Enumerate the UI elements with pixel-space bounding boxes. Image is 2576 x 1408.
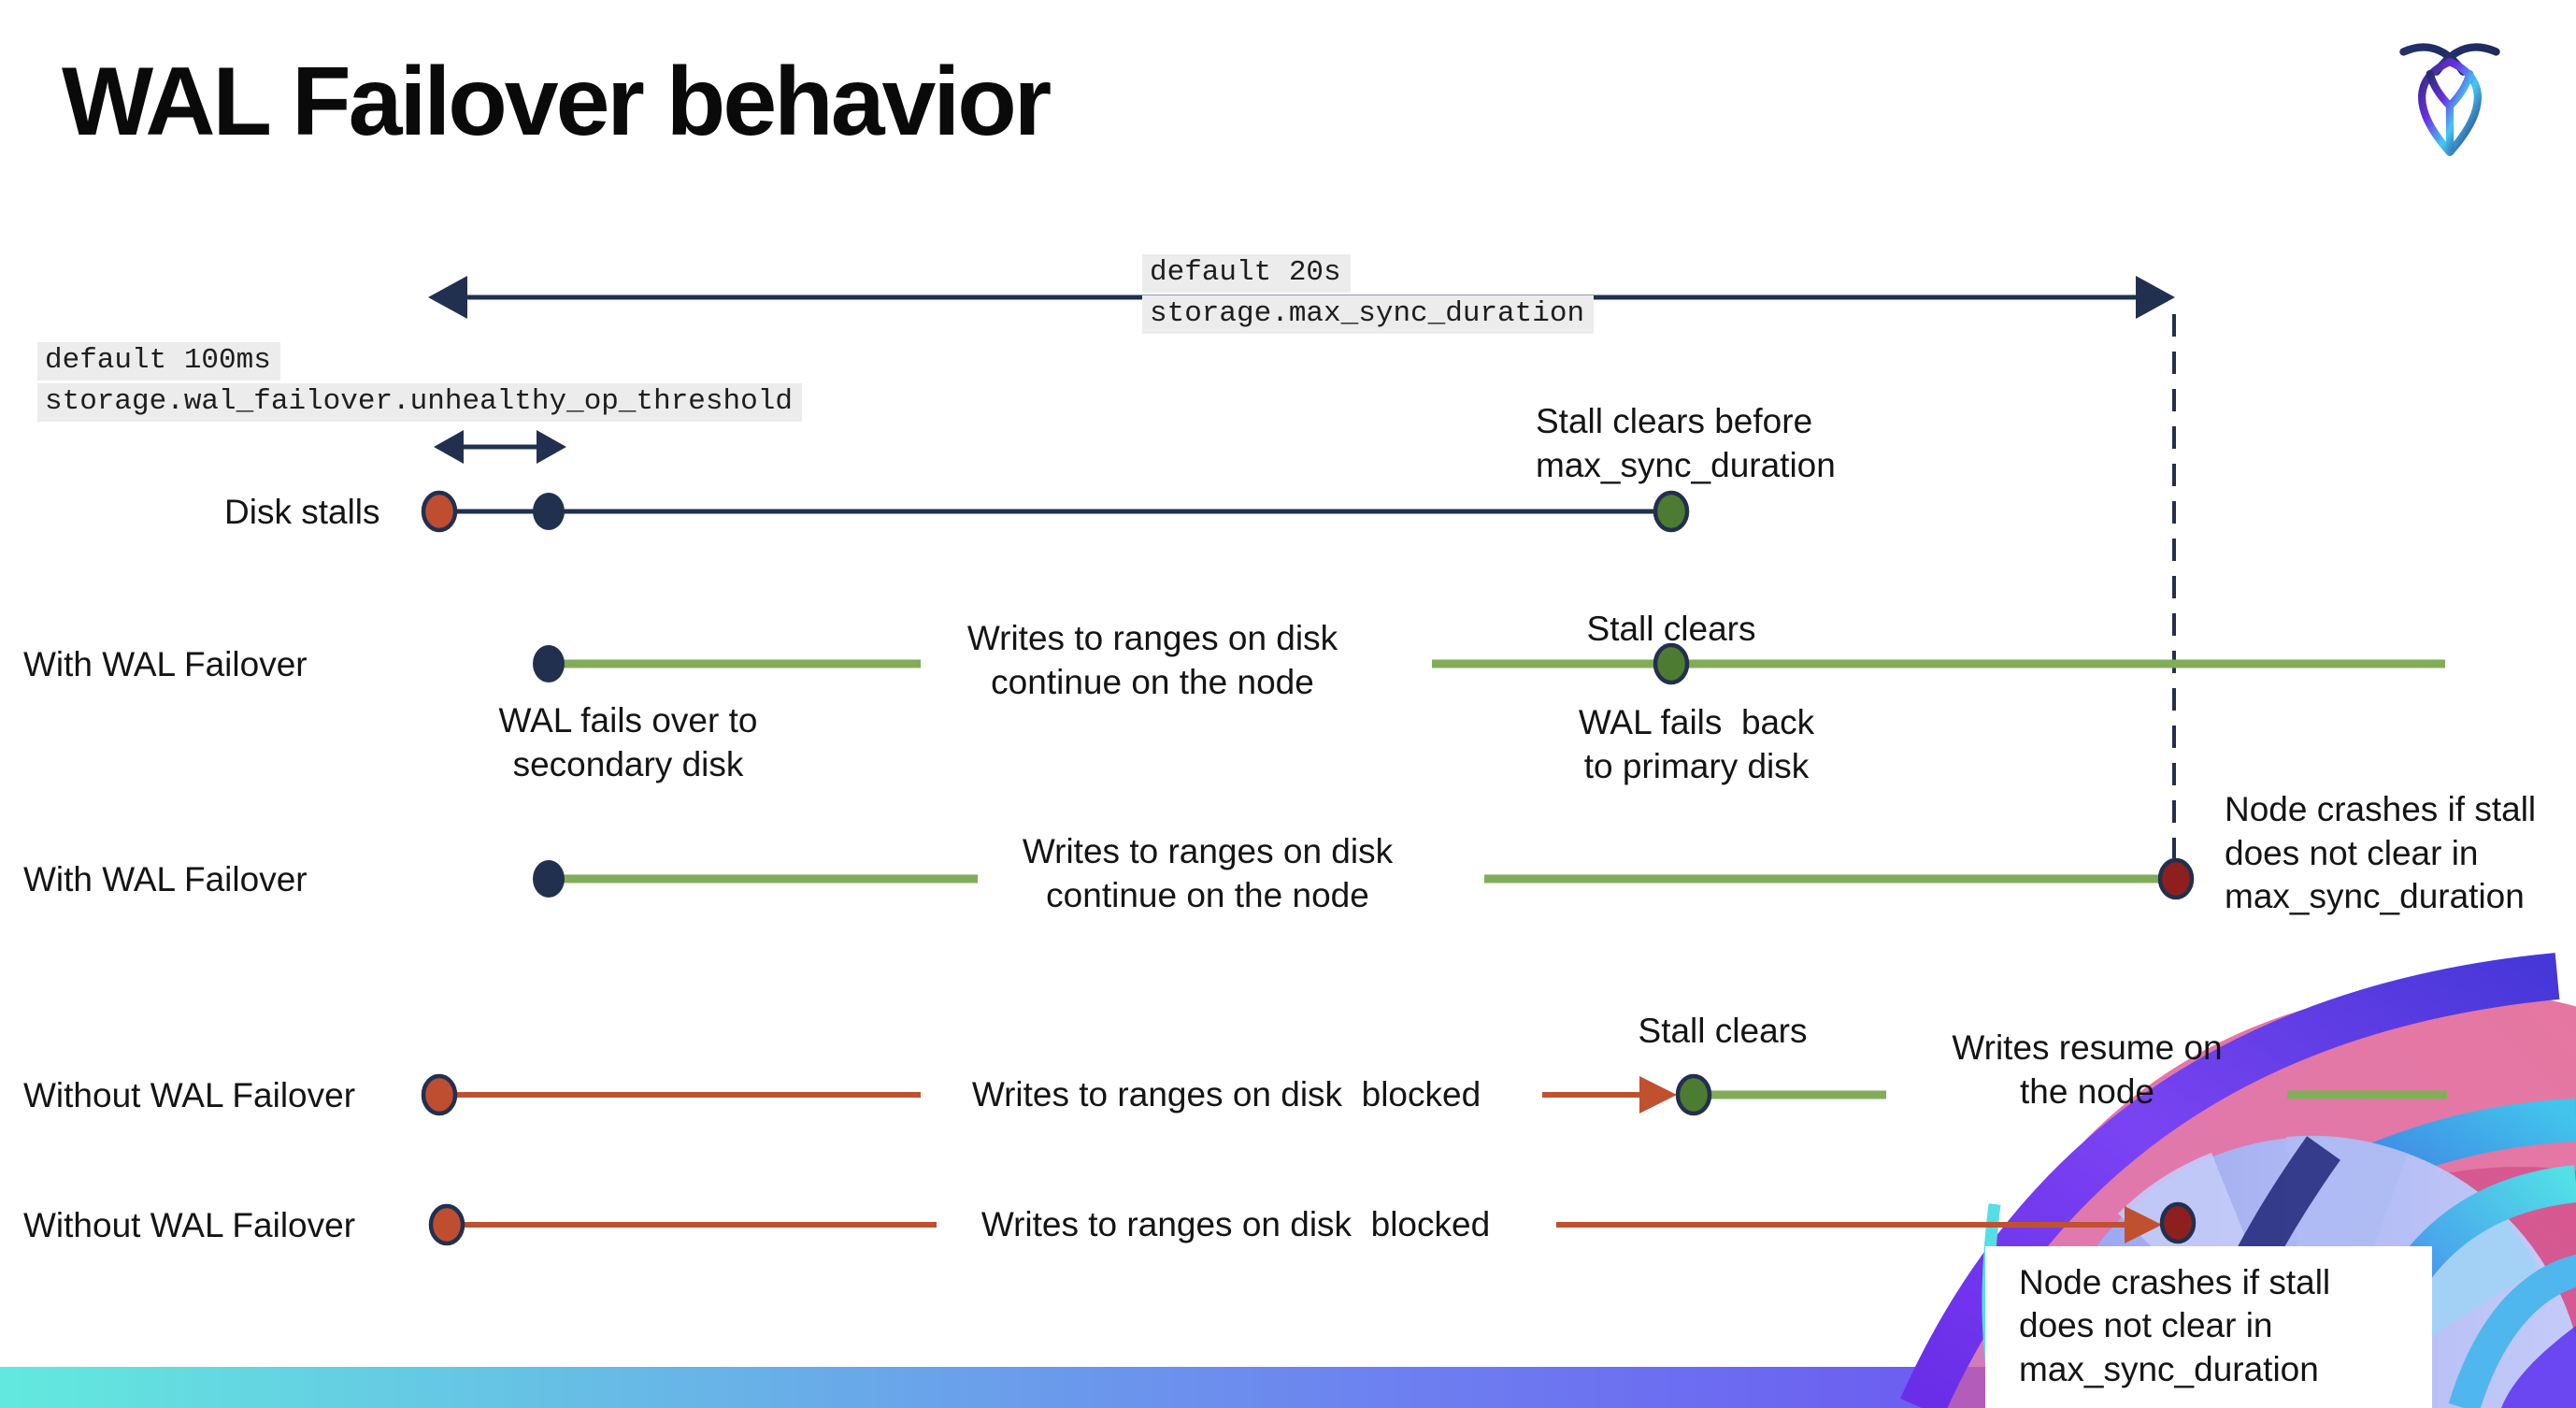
note-writes-continue-1: Writes to ranges on disk continue on the… bbox=[966, 619, 1338, 701]
setting-default-value: default 20s bbox=[1142, 254, 1351, 293]
art-purple-arc bbox=[1900, 953, 2560, 1408]
art-blue-leg bbox=[2448, 1254, 2576, 1408]
note-stall-clears-before: Stall clears before max_sync_duration bbox=[1536, 402, 1836, 484]
note-node-crashes-1: Node crashes if stall does not clear in … bbox=[2225, 790, 2537, 916]
row4-red-arrow-head bbox=[1639, 1076, 1677, 1113]
unhealthy-op-threshold-setting-label: default 100ms storage.wal_failover.unhea… bbox=[37, 342, 802, 424]
logo-body-veins bbox=[2426, 69, 2474, 152]
note-stall-clears-row2: Stall clears bbox=[1586, 610, 1756, 648]
page-title: WAL Failover behavior bbox=[62, 48, 1052, 156]
row2-stall-clears-dot bbox=[1653, 642, 1690, 685]
max-sync-duration-setting-label: default 20s storage.max_sync_duration bbox=[1142, 254, 1595, 337]
setting-default-value: default 100ms bbox=[37, 342, 280, 381]
row5-red-arrow-head bbox=[2125, 1206, 2162, 1243]
row2-failover-dot bbox=[533, 645, 565, 682]
note-writes-blocked-1: Writes to ranges on disk blocked bbox=[971, 1075, 1481, 1113]
note-wal-fails-back: WAL fails back to primary disk bbox=[1578, 703, 1815, 785]
note-writes-blocked-2: Writes to ranges on disk blocked bbox=[980, 1205, 1491, 1243]
row5-crash-dot bbox=[2159, 1201, 2197, 1244]
row1-stall-clears-dot bbox=[1653, 490, 1690, 533]
row1-stall-start-dot bbox=[421, 490, 458, 533]
row3-failover-dot bbox=[533, 860, 565, 898]
row-label-without-wal-failover-2: Without WAL Failover bbox=[23, 1206, 356, 1244]
row3-crash-dot bbox=[2157, 857, 2195, 900]
row4-stall-start-dot bbox=[421, 1073, 458, 1116]
note-writes-resume: Writes resume on the node bbox=[1952, 1028, 2223, 1111]
cockroachdb-logo-icon bbox=[2399, 43, 2500, 156]
note-stall-clears-row4: Stall clears bbox=[1638, 1012, 1808, 1050]
arrow-left-head bbox=[428, 276, 467, 319]
row-label-disk-stalls: Disk stalls bbox=[224, 493, 380, 531]
row-label-with-wal-failover-2: With WAL Failover bbox=[23, 860, 308, 898]
note-writes-continue-2: Writes to ranges on disk continue on the… bbox=[1022, 832, 1394, 914]
arrow-right-head bbox=[2136, 276, 2175, 319]
setting-name: storage.max_sync_duration bbox=[1142, 295, 1595, 334]
row-label-with-wal-failover-1: With WAL Failover bbox=[23, 645, 308, 683]
crash-note-box: Node crashes if stall does not clear in … bbox=[1985, 1246, 2432, 1408]
row-label-without-wal-failover-1: Without WAL Failover bbox=[23, 1076, 356, 1114]
setting-name: storage.wal_failover.unhealthy_op_thresh… bbox=[37, 383, 802, 422]
art-purple-corner bbox=[2501, 1326, 2576, 1408]
note-node-crashes-2: Node crashes if stall does not clear in … bbox=[2019, 1263, 2331, 1388]
small-arrow-right-head bbox=[537, 430, 566, 464]
row5-stall-start-dot bbox=[428, 1203, 465, 1246]
row1-threshold-dot bbox=[533, 493, 565, 530]
small-arrow-left-head bbox=[434, 430, 464, 464]
row4-stall-clears-dot bbox=[1675, 1073, 1712, 1116]
note-wal-fails-over: WAL fails over to secondary disk bbox=[498, 701, 758, 783]
